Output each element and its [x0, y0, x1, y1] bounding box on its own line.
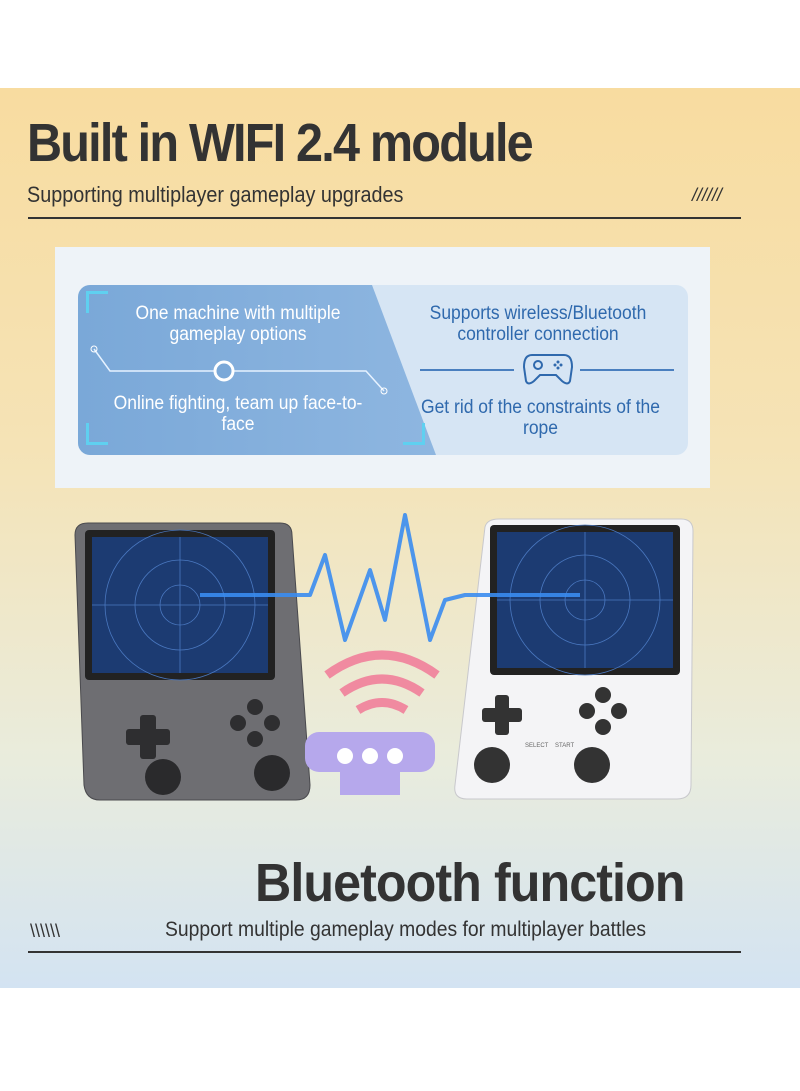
bluetooth-subtitle: Support multiple gameplay modes for mult… [165, 918, 647, 941]
circuit-line-icon [90, 345, 388, 395]
wifi-icon [324, 650, 440, 714]
feature-right-top: Supports wireless/Bluetooth controller c… [429, 303, 647, 345]
corner-bracket-icon [403, 423, 425, 445]
feature-card-left [78, 285, 436, 455]
divider [28, 217, 741, 219]
feature-left-top: One machine with multiple gameplay optio… [135, 303, 341, 345]
select-label: SELECT [525, 743, 549, 749]
slash-decoration: ////// [692, 185, 723, 205]
divider [580, 369, 674, 371]
signal-wave-icon [200, 513, 580, 642]
wifi-subtitle: Supporting multiplayer gameplay upgrades [27, 182, 404, 207]
handheld-console-white: SELECT START [454, 518, 694, 800]
slash-decoration: \\\\\\ [30, 921, 61, 941]
corner-bracket-icon [86, 423, 108, 445]
gamepad-icon [522, 354, 574, 385]
wifi-title: Built in WIFI 2.4 module [27, 113, 534, 173]
bluetooth-title: Bluetooth function [255, 853, 685, 913]
feature-card: One machine with multiple gameplay optio… [78, 285, 688, 455]
feature-left-bottom: Online fighting, team up face-to-face [113, 393, 363, 435]
feature-right-bottom: Get rid of the constraints of the rope [420, 397, 661, 439]
divider [420, 369, 514, 371]
corner-bracket-icon [86, 291, 108, 313]
connection-graphic [200, 513, 580, 795]
start-label: START [555, 743, 574, 749]
handheld-console-dark [74, 522, 311, 801]
chat-bubble-icon [305, 732, 435, 795]
divider [28, 951, 741, 953]
